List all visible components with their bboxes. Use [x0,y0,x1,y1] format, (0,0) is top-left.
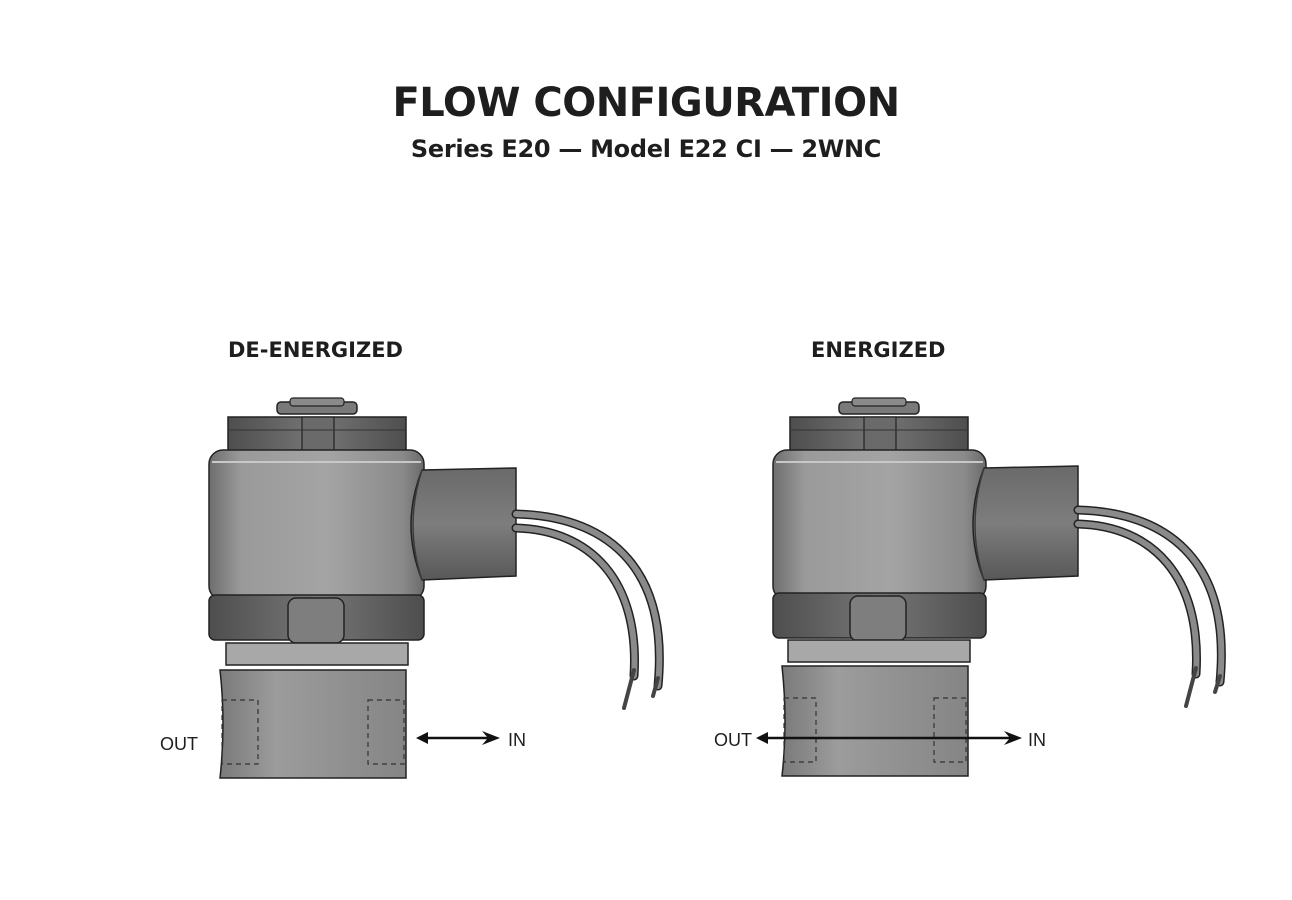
valve-coil-body [772,449,987,601]
energized-label: ENERGIZED [811,338,946,362]
de-energized-label: DE-ENERGIZED [228,338,403,362]
diagram-header: FLOW CONFIGURATION Series E20 — Model E2… [0,78,1292,164]
valve-top-cap [789,397,969,454]
arrow-left-icon [416,731,500,745]
diagram-title: FLOW CONFIGURATION [392,80,900,126]
valve-nut [208,594,425,644]
valve-connector [972,465,1079,581]
valve-energized [756,397,1226,777]
valve-wires [511,509,664,710]
energized-in-label: IN [1028,730,1046,750]
diagram-subtitle: Series E20 — Model E22 CI — 2WNC [410,135,882,163]
energized-out-label: OUT [714,730,752,750]
valve-port-body [219,669,407,779]
valve-port-body [781,665,969,777]
valve-connector [410,467,517,581]
arrow-left-icon [756,731,1022,745]
de-energized-out-label: OUT [160,734,198,754]
de-energized-in-label: IN [508,730,526,750]
valve-de-energized [208,397,664,779]
valve-nut [772,592,987,642]
valve-wires [1073,505,1226,708]
valve-top-cap [227,397,407,454]
valve-coil-body [208,449,425,601]
